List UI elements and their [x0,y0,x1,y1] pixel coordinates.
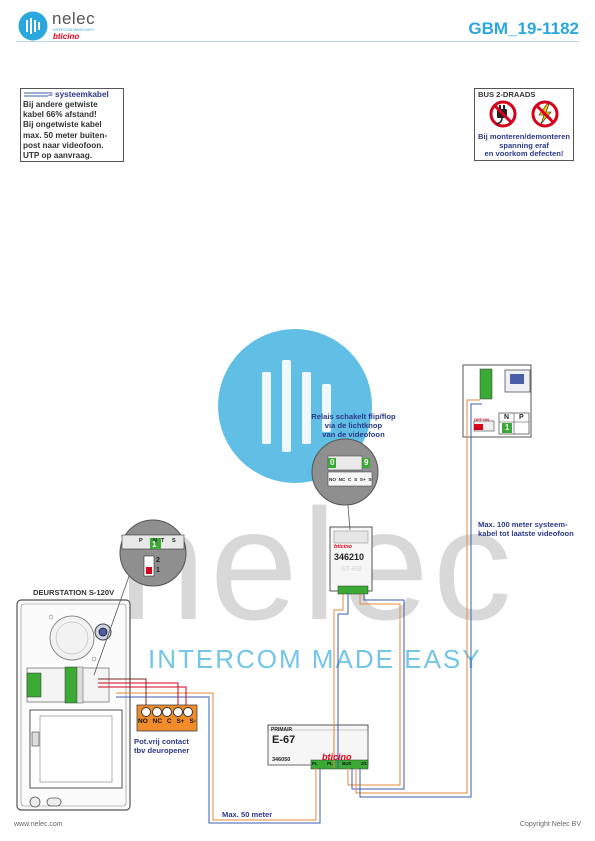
zoom-terminal-label: T [161,538,165,544]
contact-caption-line: Pot.vrij contact [134,737,189,746]
relay-model: 346210 [334,552,365,562]
contact-term: NO [138,718,148,725]
relay-zoom-terminals: NO NC C S S+ S- [329,477,373,482]
cable-label-max50: Max. 50 meter [222,810,273,819]
zoom-switch-label: 2 [156,557,160,564]
monitor-terminal-n: N [504,414,510,421]
contact-term: S+ [176,718,185,725]
zoom-switch-label: 1 [156,567,160,574]
psu-term: PL [312,761,318,766]
cable-label-line: kabel tot laatste videofoon [478,529,574,538]
relay-zoom-right: 9 [364,458,369,467]
contact-caption-line: tbv deuropener [134,746,190,755]
monitor-switch-label: OFF ON [474,417,490,422]
contact-term: NC [152,718,163,725]
relay-zoom [311,438,379,531]
nelec-logo: nelec INTERCOM MADE EASY bticino [18,9,100,41]
warning-line: spanning eraf [499,140,549,150]
cable-psu-to-relay-blue [337,594,349,768]
power-supply [267,724,369,770]
monitor-terminal-p: P [519,414,524,421]
no-plug-icon [489,100,517,128]
note-line: Bij andere getwiste [23,100,98,109]
document-code: GBM_19-1182 [468,19,579,38]
note-line: max. 50 meter buiten- [23,130,108,140]
warning-icons [489,100,559,128]
psu-bottom-terminals: PL PL BUS 2/1 [312,761,367,766]
cable-contact-s-minus [98,686,187,705]
cable-psu-to-monitor-blue [359,403,482,798]
cable-psu-to-monitor-orange [355,399,480,794]
relay-module [329,526,373,595]
relay-term: S- [368,477,373,482]
psu-brand: bticino [322,752,352,762]
psu-term: BUS [342,761,352,766]
relay-term: S [354,477,358,482]
logo-circle-icon [18,11,48,41]
bus-warning-note: BUS 2-DRAADS Bij monteren/demonteren spa… [474,88,574,161]
note-line: kabel 66% afstand! [23,110,97,120]
logo-tagline: INTERCOM MADE EASY [53,28,95,32]
zoom-terminal-label: S [172,538,176,544]
relay-zoom-left: 0 [330,458,335,467]
psu-label: E-67 [272,734,296,746]
system-cable-label: = systeemkabel [48,90,109,99]
note-line: Bij ongetwiste kabel [23,120,102,130]
relay-brand: bticino [334,544,353,550]
door-station-title: DEURSTATION S-120V [33,588,115,597]
relay-caption-line: via de lichtknop [324,421,383,430]
psu-term: PL [327,761,333,766]
door-station [16,599,131,811]
cable-relay-right-orange [347,594,401,786]
footer-website: www.nelec.com [14,821,63,828]
footer-copyright: Copyright Nelec BV [519,821,581,828]
psu-model: 346050 [272,757,291,763]
relay-module-label: ST-RB [341,566,362,573]
no-electricity-icon [531,100,559,128]
zoom-terminal-label: N [153,538,157,544]
cable-label-max100: Max. 100 meter systeem- kabel tot laatst… [478,520,574,538]
header-rule [16,41,579,42]
system-cable-note: = systeemkabel Bij andere getwiste kabel… [20,88,124,162]
cable-relay-right-blue [351,594,405,790]
zoom-active-terminal: 1 [152,540,157,549]
logo-name: nelec [52,9,96,28]
contact-caption: Pot.vrij contact tbv deuropener [134,737,189,755]
cables [98,399,482,824]
cable-contact-s-plus [98,682,179,705]
relay-caption-line: Relais schakelt flip/flop [311,412,396,421]
monitor-unit [462,364,532,438]
relay-term: S+ [359,477,366,482]
cable-door-to-psu-orange [116,692,317,821]
monitor-active: 1 [505,423,510,432]
contact-term: S- [189,718,196,725]
cable-contact-no [98,678,147,705]
zoom-terminal-label: P [139,538,143,544]
warning-line: Bij monteren/demonteren [478,132,570,141]
relay-term: NC [338,477,346,482]
contact-term: C [166,718,172,725]
psu-term: 2/1 [360,761,367,766]
relay-caption-line: van de videofoon [322,430,385,439]
relay-caption: Relais schakelt flip/flop via de lichtkn… [296,412,411,439]
note-line: post naar videofoon. [23,140,104,150]
door-station-zoom [93,519,187,676]
relay-term: C [348,477,352,482]
relay-term: NO [329,477,336,482]
note-line: UTP op aanvraag. [23,151,93,161]
contact-screws [141,707,193,717]
bus-warning-title: BUS 2-DRAADS [478,90,536,99]
psu-top-label: PRIMAIR [271,727,293,733]
cable-label-line: Max. 100 meter systeem- [478,520,568,529]
warning-line: en voorkom defecten! [484,149,564,159]
logo-brand: bticino [53,32,80,41]
cable-psu-to-relay-orange [333,594,344,768]
contact-terminals: NO NC C S+ S- [138,718,196,725]
cable-legend-icon [24,92,48,97]
